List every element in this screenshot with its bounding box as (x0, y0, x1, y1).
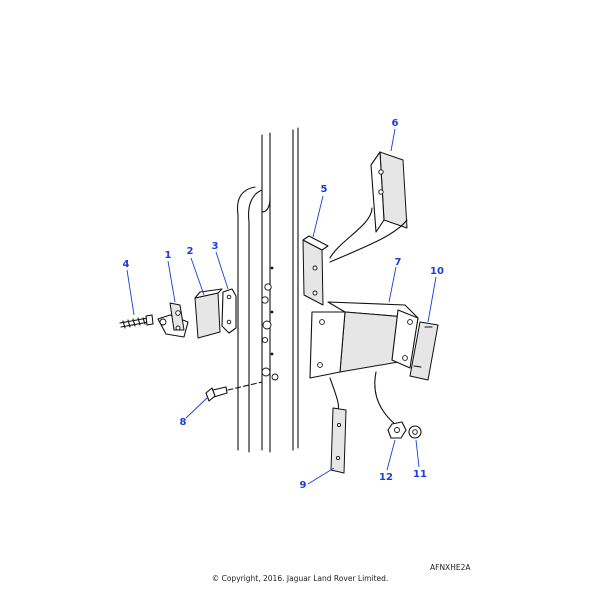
callout-8: 8 (180, 417, 187, 428)
part-11-washer (408, 425, 422, 439)
callout-3: 3 (212, 241, 219, 252)
part-5-plate (302, 235, 329, 306)
callout-1: 1 (165, 250, 172, 261)
callout-6: 6 (392, 118, 399, 129)
callout-2: 2 (187, 246, 194, 257)
diagram-reference-code: AFNXHE2A (430, 563, 471, 572)
callout-12: 12 (379, 472, 393, 483)
callout-5: 5 (321, 184, 328, 195)
part-7-main-bracket (309, 301, 419, 426)
callout-4: 4 (123, 259, 130, 270)
part-2-spacer (194, 288, 223, 339)
callout-leaders (126, 128, 437, 485)
part-9-strap (330, 407, 347, 474)
part-12-nut (387, 421, 407, 439)
body-pillar (236, 127, 299, 453)
callout-10: 10 (430, 266, 444, 277)
part-8-screw (205, 381, 263, 402)
part-4-screw (119, 314, 154, 329)
callout-11: 11 (413, 469, 427, 480)
part-3-shim-plate (221, 288, 237, 334)
copyright-notice: © Copyright, 2016. Jaguar Land Rover Lim… (211, 574, 389, 583)
callout-7: 7 (395, 257, 402, 268)
part-10-stud-plate (409, 321, 439, 381)
part-6-mounting-plate (329, 151, 408, 263)
part-1-striker (157, 302, 189, 338)
callout-9: 9 (300, 480, 307, 491)
callout-labels: 1 2 3 4 5 6 7 8 9 10 11 12 (123, 118, 444, 491)
